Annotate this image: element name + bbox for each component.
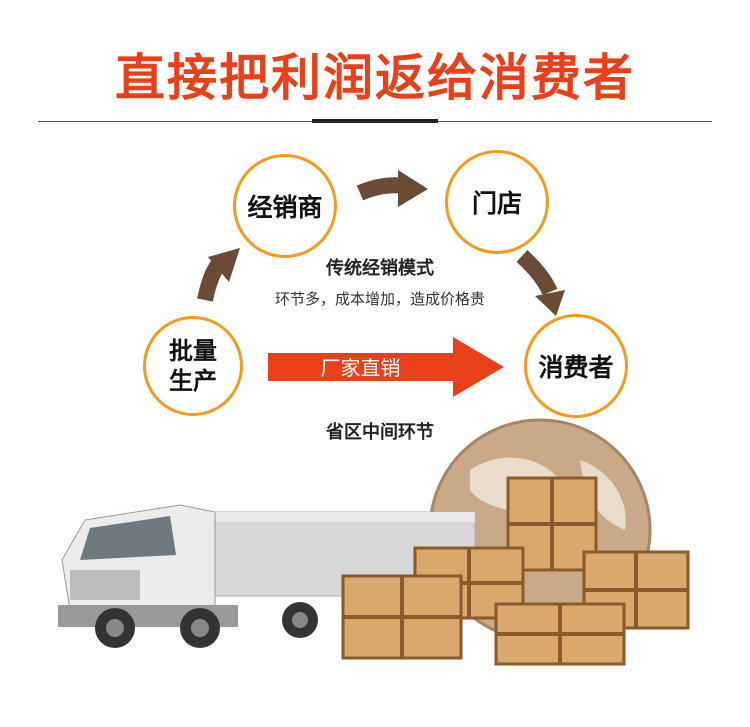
node-store: 门店 <box>445 150 549 254</box>
node-producer: 批量 生产 <box>143 316 243 416</box>
arrow-store-to-consumer <box>516 250 565 316</box>
skip-middle-note: 省区中间环节 <box>326 422 434 443</box>
node-producer-label: 批量 生产 <box>169 337 217 395</box>
truck-image <box>58 504 476 648</box>
page-title: 直接把利润返给消费者 <box>115 49 635 107</box>
arrow-dealer-to-store <box>356 170 428 207</box>
node-store-label: 门店 <box>471 189 522 218</box>
node-dealer-label: 经销商 <box>247 193 323 222</box>
node-consumer-label: 消费者 <box>538 353 614 382</box>
direct-sale-arrow <box>268 337 504 397</box>
traditional-mode-note: 环节多，成本增加，造成价格贵 <box>274 290 485 308</box>
traditional-mode-label: 传统经销模式 <box>326 258 434 279</box>
node-dealer: 经销商 <box>233 154 337 258</box>
arrow-producer-to-dealer <box>197 248 240 302</box>
crates-image <box>341 476 690 666</box>
divider-accent <box>312 119 438 123</box>
direct-sale-label: 厂家直销 <box>320 356 401 380</box>
node-consumer: 消费者 <box>524 314 628 418</box>
